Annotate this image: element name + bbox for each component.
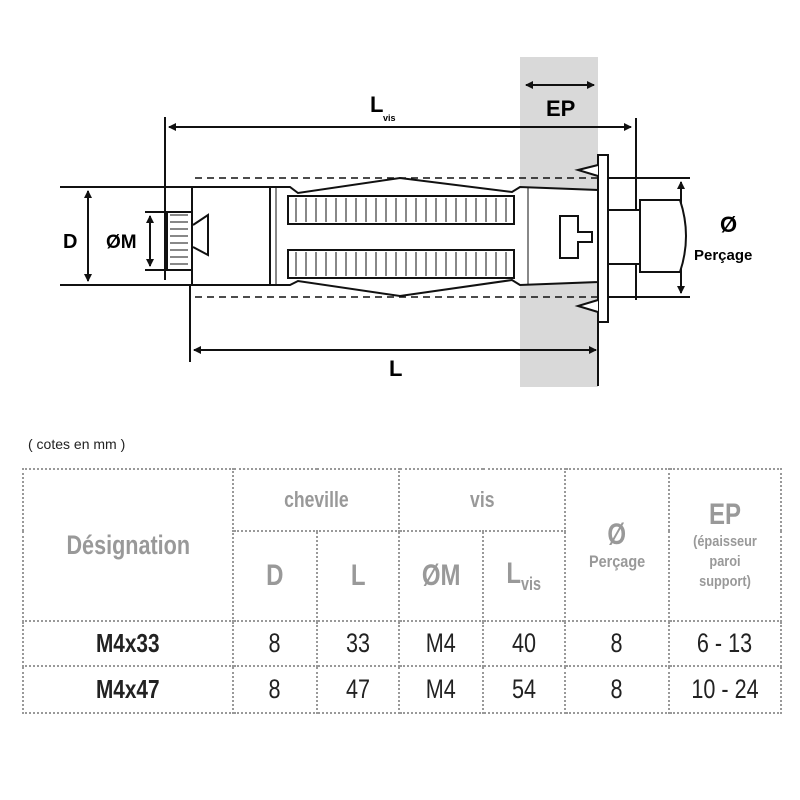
l-label: L (389, 356, 402, 381)
om-label: ØM (106, 232, 137, 253)
ep-label: EP (546, 96, 575, 121)
header-cheville: cheville (232, 468, 400, 532)
table-row: M4x33 8 33 M4 40 8 6 - 13 (22, 620, 782, 667)
header-ep: EP(épaisseur paroi support) (668, 468, 782, 622)
header-l: L (316, 530, 400, 622)
header-d: D (232, 530, 318, 622)
header-designation: Désignation (22, 468, 234, 622)
percage-symbol: Ø (720, 212, 737, 237)
percage-label: Perçage (694, 247, 752, 264)
header-om: ØM (398, 530, 484, 622)
d-label: D (63, 231, 77, 253)
lvis-label-sub: vis (383, 113, 396, 123)
anchor-diagram: L vis EP D ØM L Ø Perçage (60, 57, 752, 387)
table-row: M4x47 8 47 M4 54 8 10 - 24 (22, 665, 782, 714)
thread-pattern (170, 187, 529, 285)
units-note: ( cotes en mm ) (28, 436, 126, 452)
lvis-label: L (370, 92, 383, 117)
header-lvis: Lvis (482, 530, 566, 622)
header-vis: vis (398, 468, 566, 532)
